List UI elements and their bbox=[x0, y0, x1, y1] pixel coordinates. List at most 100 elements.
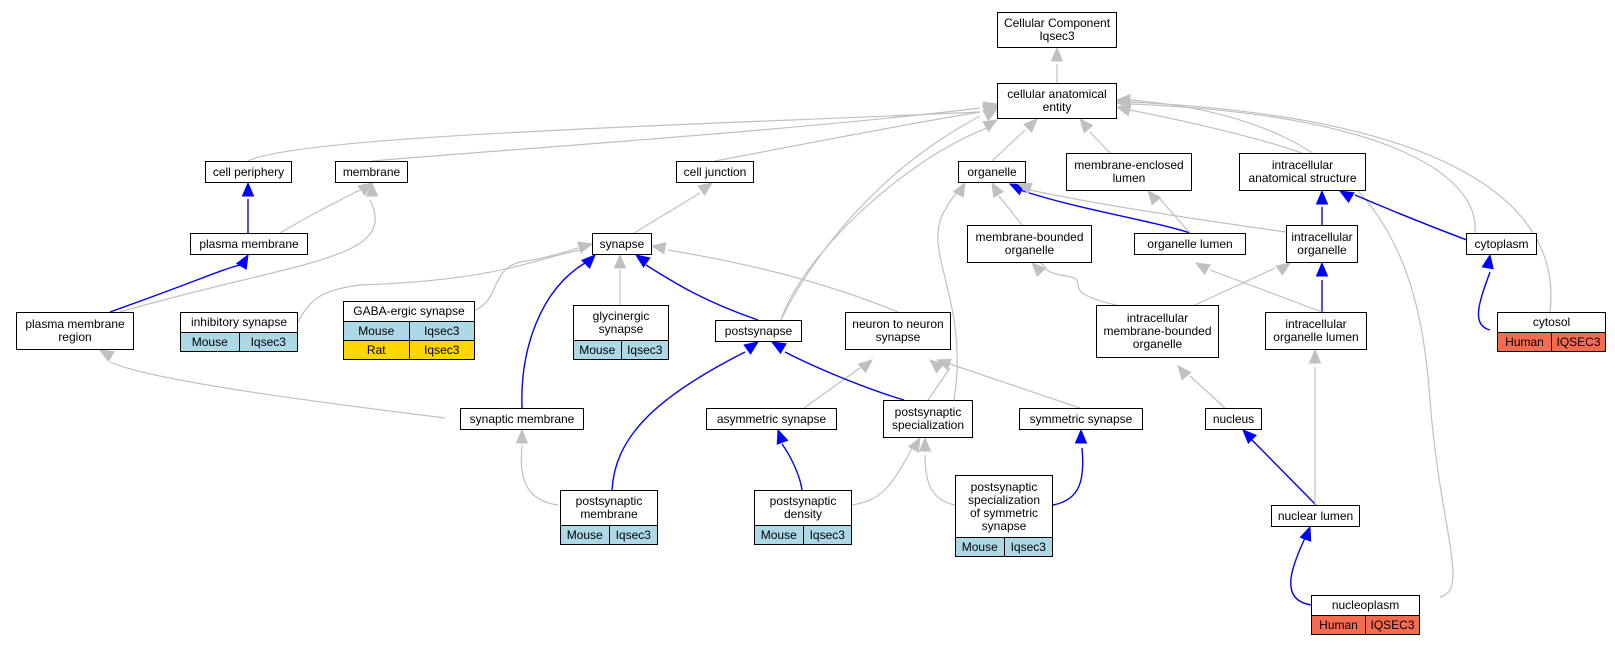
edge-arrowhead bbox=[634, 254, 651, 268]
edge-line bbox=[1039, 262, 1117, 306]
gene-cell: IQSEC3 bbox=[1551, 333, 1605, 351]
annotation-row: Mouse Iqsec3 bbox=[344, 322, 474, 340]
node-cytoplasm[interactable]: cytoplasm bbox=[1466, 233, 1537, 255]
edge-arrowhead bbox=[1023, 118, 1038, 133]
gene-cell: IQSEC3 bbox=[1365, 616, 1419, 634]
edge-arrowhead bbox=[1115, 93, 1131, 107]
edge-arrowhead bbox=[581, 254, 596, 269]
edge-line bbox=[474, 247, 579, 311]
edge-line bbox=[1089, 131, 1111, 154]
node-cellular-component[interactable]: Cellular Component Iqsec3 bbox=[997, 12, 1117, 48]
edge-line bbox=[1129, 101, 1552, 313]
node-postsynapse[interactable]: postsynapse bbox=[715, 320, 802, 342]
node-organelle-lumen[interactable]: organelle lumen bbox=[1134, 233, 1246, 255]
edge-line bbox=[1209, 269, 1323, 313]
species-cell: Mouse bbox=[956, 538, 1004, 556]
node-nucleoplasm[interactable]: nucleoplasm Human IQSEC3 bbox=[1311, 595, 1420, 635]
annotation-row: Mouse Iqsec3 bbox=[561, 526, 657, 544]
edge-arrowhead bbox=[1242, 429, 1257, 444]
edge-arrowhead bbox=[857, 359, 873, 374]
edge-line bbox=[633, 192, 701, 234]
node-symmetric-synapse[interactable]: symmetric synapse bbox=[1019, 408, 1143, 430]
node-cellular-anatomical-entity[interactable]: cellular anatomical entity bbox=[997, 83, 1117, 119]
node-intracellular-anatomical-structure[interactable]: intracellular anatomical structure bbox=[1239, 153, 1366, 191]
edge-line bbox=[924, 454, 956, 506]
node-cell-junction[interactable]: cell junction bbox=[676, 161, 754, 183]
node-label: postsynaptic membrane bbox=[561, 491, 657, 526]
node-postsynaptic-specialization[interactable]: postsynaptic specialization bbox=[883, 400, 973, 438]
node-membrane[interactable]: membrane bbox=[335, 161, 408, 183]
edge-arrowhead bbox=[982, 108, 999, 122]
edge-arrowhead bbox=[1031, 262, 1046, 277]
node-gabaergic-synapse[interactable]: GABA-ergic synapse Mouse Iqsec3 Rat Iqse… bbox=[343, 301, 475, 360]
node-asymmetric-synapse[interactable]: asymmetric synapse bbox=[706, 408, 837, 430]
edge-arrowhead bbox=[577, 241, 594, 254]
node-plasma-membrane[interactable]: plasma membrane bbox=[190, 233, 308, 255]
node-postsynaptic-density[interactable]: postsynaptic density Mouse Iqsec3 bbox=[754, 490, 852, 545]
node-synapse[interactable]: synapse bbox=[592, 233, 652, 255]
edge-arrowhead bbox=[1315, 261, 1329, 277]
node-intracellular-organelle-lumen[interactable]: intracellular organelle lumen bbox=[1265, 312, 1367, 350]
node-plasma-membrane-region[interactable]: plasma membrane region bbox=[16, 312, 134, 350]
node-label: postsynaptic density bbox=[755, 491, 851, 526]
edge-line bbox=[1129, 99, 1454, 598]
annotation-row: Mouse Iqsec3 bbox=[181, 333, 297, 351]
gene-cell: Iqsec3 bbox=[408, 322, 474, 340]
edge-line bbox=[520, 444, 559, 506]
node-membrane-bounded-organelle[interactable]: membrane-bounded organelle bbox=[967, 225, 1092, 263]
edge-line bbox=[714, 111, 981, 162]
node-membrane-enclosed-lumen[interactable]: membrane-enclosed lumen bbox=[1066, 153, 1192, 191]
edge-line bbox=[1052, 447, 1084, 506]
node-cell-periphery[interactable]: cell periphery bbox=[205, 161, 292, 183]
edge-line bbox=[645, 264, 759, 321]
edge-arrowhead bbox=[241, 181, 255, 197]
edge-line bbox=[1477, 271, 1491, 331]
species-cell: Mouse bbox=[561, 526, 609, 544]
node-label: inhibitory synapse bbox=[181, 313, 297, 333]
node-glycinergic-synapse[interactable]: glycinergic synapse Mouse Iqsec3 bbox=[573, 305, 669, 360]
species-cell: Human bbox=[1498, 333, 1551, 351]
edge-arrowhead bbox=[697, 182, 714, 196]
node-cytosol[interactable]: cytosol Human IQSEC3 bbox=[1497, 312, 1606, 352]
edge-line bbox=[780, 125, 993, 321]
gene-cell: Iqsec3 bbox=[1003, 538, 1052, 556]
edge-arrowhead bbox=[613, 253, 627, 269]
node-organelle[interactable]: organelle bbox=[958, 161, 1026, 183]
edge-arrowhead bbox=[98, 349, 115, 363]
species-cell: Human bbox=[1312, 616, 1365, 634]
edge-line bbox=[109, 361, 446, 419]
node-synaptic-membrane[interactable]: synaptic membrane bbox=[460, 408, 584, 430]
edge-line bbox=[781, 443, 803, 491]
edge-arrowhead bbox=[1308, 348, 1322, 364]
edge-arrowhead bbox=[1016, 182, 1033, 195]
edge-arrowhead bbox=[935, 358, 952, 371]
node-neuron-to-neuron-synapse[interactable]: neuron to neuron synapse bbox=[845, 312, 951, 350]
edge-line bbox=[297, 249, 581, 323]
annotation-row: Mouse Iqsec3 bbox=[755, 526, 851, 544]
edge-line bbox=[927, 367, 951, 401]
edge-arrowhead bbox=[1275, 262, 1292, 276]
edge-arrowhead bbox=[1074, 428, 1088, 444]
node-nucleus[interactable]: nucleus bbox=[1205, 408, 1262, 430]
node-postsynaptic-membrane[interactable]: postsynaptic membrane Mouse Iqsec3 bbox=[560, 490, 658, 545]
edge-line bbox=[949, 363, 1081, 409]
edge-arrowhead bbox=[1481, 253, 1494, 270]
node-inhibitory-synapse[interactable]: inhibitory synapse Mouse Iqsec3 bbox=[180, 312, 298, 352]
species-cell: Mouse bbox=[344, 322, 409, 340]
node-intracellular-membrane-bounded-organelle[interactable]: intracellular membrane-bounded organelle bbox=[1096, 305, 1219, 358]
node-label: postsynaptic specialization of symmetric… bbox=[956, 476, 1052, 538]
edge-line bbox=[937, 189, 961, 401]
edge-line bbox=[780, 115, 981, 321]
edge-line bbox=[667, 249, 899, 313]
node-postsynaptic-specialization-of-symmetric-synapse[interactable]: postsynaptic specialization of symmetric… bbox=[955, 475, 1053, 557]
annotation-row: Human IQSEC3 bbox=[1312, 616, 1419, 634]
annotation-row: Rat Iqsec3 bbox=[344, 340, 474, 359]
edge-line bbox=[991, 129, 1026, 162]
node-nuclear-lumen[interactable]: nuclear lumen bbox=[1271, 505, 1360, 527]
annotation-row: Human IQSEC3 bbox=[1498, 333, 1605, 351]
node-intracellular-organelle[interactable]: intracellular organelle bbox=[1286, 225, 1358, 263]
edge-arrowhead bbox=[365, 181, 379, 197]
edge-line bbox=[611, 351, 746, 491]
